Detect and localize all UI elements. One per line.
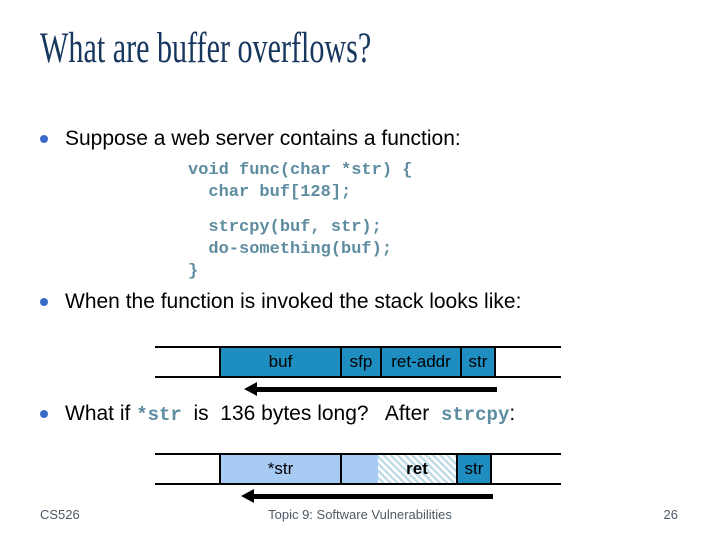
footer-page-number: 26 <box>663 507 678 522</box>
stack-cell-str: str <box>460 346 496 378</box>
footer-topic: Topic 9: Software Vulnerabilities <box>268 507 452 522</box>
stack-diagram-before: buf sfp ret-addr str <box>155 346 561 378</box>
code-block-func-body: strcpy(buf, str); do-something(buf); } <box>188 218 393 281</box>
stack-cells-after: *str ret str <box>219 453 492 485</box>
stack-growth-arrow-icon <box>244 382 497 396</box>
stack-growth-arrow-icon <box>241 489 493 503</box>
stack-cell-overflow-str: *str <box>219 453 340 485</box>
bullet3-text-mid: is 136 bytes long? After <box>181 402 441 425</box>
bullet-text: Suppose a web server contains a function… <box>65 127 461 150</box>
stack-cell-buf: buf <box>219 346 340 378</box>
bullet-text: When the function is invoked the stack l… <box>65 290 522 313</box>
bullet3-text-start: What if <box>65 402 137 425</box>
bullet3-text-end: : <box>509 402 516 425</box>
stack-cell-overwritten-ret: ret <box>378 453 456 485</box>
inline-code-str: *str <box>136 404 182 426</box>
arrow-head-icon <box>241 489 254 503</box>
stack-cell-overwritten-sfp <box>340 453 378 485</box>
arrow-shaft <box>254 493 493 499</box>
stack-cell-str: str <box>456 453 492 485</box>
arrow-shaft <box>257 386 497 392</box>
slide-title: What are buffer overflows? <box>40 25 372 72</box>
bullet-dot-icon <box>40 410 48 418</box>
stack-cell-ret-addr: ret-addr <box>380 346 460 378</box>
bullet-item-stack: When the function is invoked the stack l… <box>40 290 521 314</box>
stack-diagram-after: *str ret str <box>155 453 561 485</box>
stack-cell-sfp: sfp <box>340 346 380 378</box>
bullet-item-suppose: Suppose a web server contains a function… <box>40 127 461 151</box>
bullet-dot-icon <box>40 135 48 143</box>
code-block-func-decl: void func(char *str) { char buf[128]; <box>188 161 413 202</box>
footer-course-code: CS526 <box>40 507 80 522</box>
stack-cells-before: buf sfp ret-addr str <box>219 346 496 378</box>
bullet-text: What if *str is 136 bytes long? After st… <box>65 402 515 426</box>
inline-code-strcpy: strcpy <box>440 404 510 426</box>
arrow-head-icon <box>244 382 257 396</box>
bullet-item-what-if: What if *str is 136 bytes long? After st… <box>40 402 515 426</box>
bullet-dot-icon <box>40 298 48 306</box>
